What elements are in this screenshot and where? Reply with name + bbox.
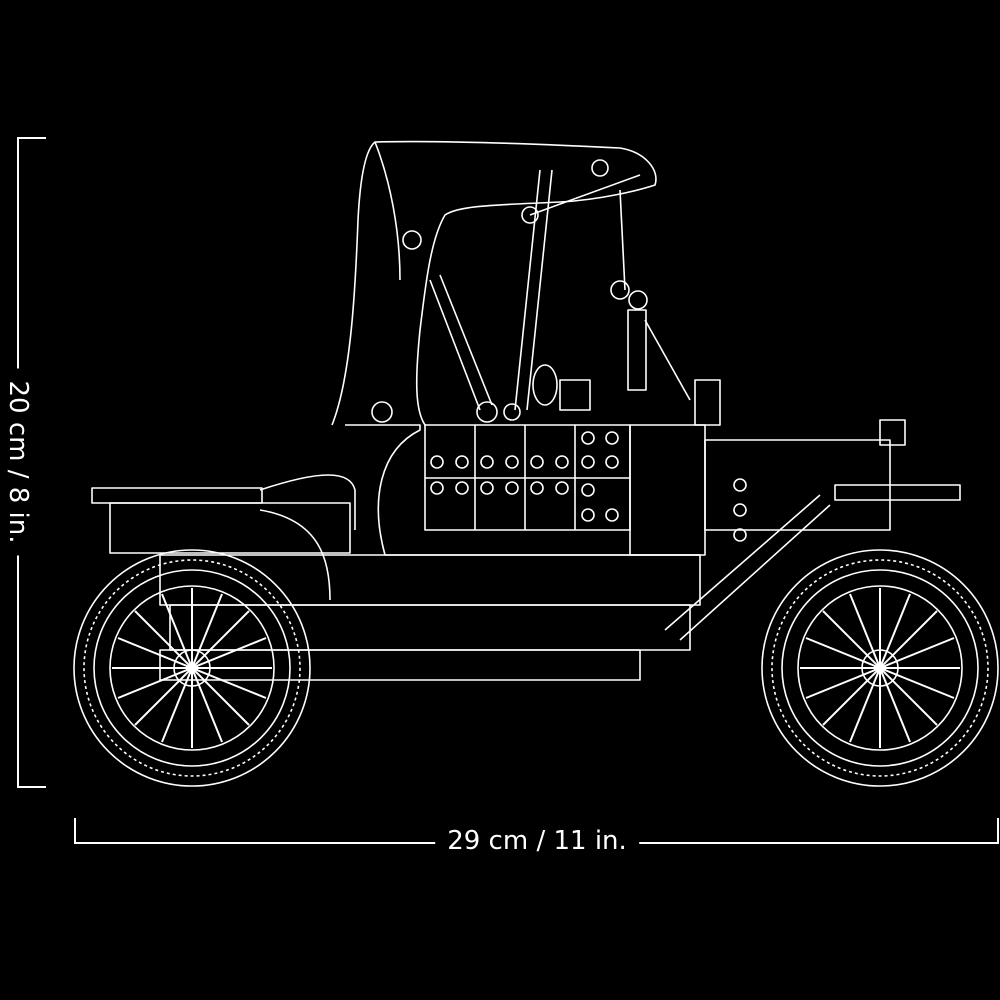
rear-wheel [73,549,311,787]
front-wheel [761,549,999,787]
studs [430,431,747,542]
canopy-roof [331,140,657,426]
width-dimension-label: 29 cm / 11 in. [435,826,639,856]
height-dimension-label: 20 cm / 8 in. [3,368,33,556]
